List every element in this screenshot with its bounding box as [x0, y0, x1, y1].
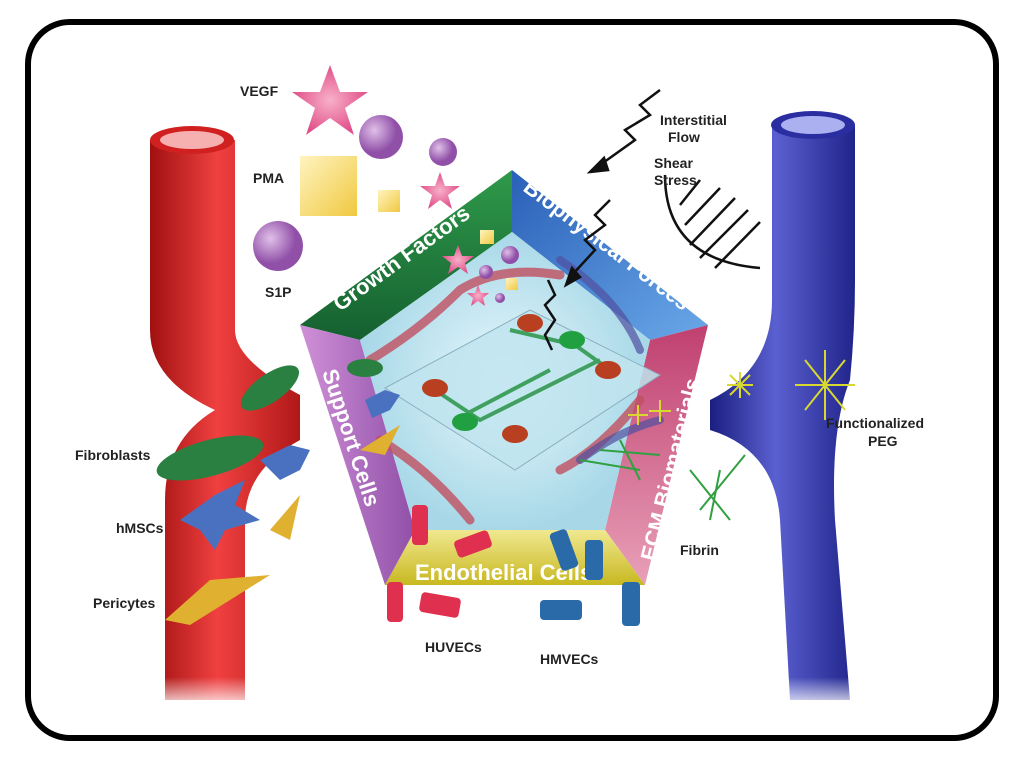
square-icon: [378, 190, 400, 212]
label-huvecs: HUVECs: [425, 639, 482, 655]
label-pericytes: Pericytes: [93, 595, 155, 611]
huvec-cell-icon: [419, 592, 461, 618]
chip-port: [422, 379, 448, 397]
microfluidic-chip: [384, 309, 662, 471]
vegf-star-icon: [292, 65, 368, 135]
hmvec-cell-icon: [540, 600, 582, 620]
star-icon: [420, 172, 460, 209]
fibroblast-cell-icon: [156, 435, 264, 481]
label-functionalized: Functionalized: [826, 415, 924, 431]
segment-support-cells: [300, 325, 415, 585]
label-flow: Flow: [668, 129, 700, 145]
hmsc-cell-icon: [180, 480, 260, 550]
label-pma: PMA: [253, 170, 284, 186]
sphere-icon: [429, 138, 457, 166]
label-s1p: S1P: [265, 284, 291, 300]
label-fibroblasts: Fibroblasts: [75, 447, 151, 463]
label-hmvecs: HMVECs: [540, 651, 599, 667]
label-hmscs: hMSCs: [116, 520, 164, 536]
label-peg: PEG: [868, 433, 898, 449]
pericyte-cell-icon: [165, 575, 270, 625]
endothelial-cells-group: [387, 505, 640, 626]
support-cells-group: [156, 359, 400, 625]
star-icon: [467, 285, 489, 306]
segment-growth-factors: [300, 170, 512, 340]
s1p-sphere-icon: [253, 221, 303, 271]
interstitial-flow-arrows: [543, 89, 661, 351]
fibrin-fibers: [579, 439, 746, 521]
segment-endothelial-cells: [385, 530, 645, 585]
shear-stress-arrows: [663, 174, 761, 270]
vein-vessel: [710, 111, 870, 710]
sphere-icon: [359, 115, 403, 159]
label-interstitial: Interstitial: [660, 112, 727, 128]
pma-square-icon: [300, 156, 357, 216]
label-fibrin: Fibrin: [680, 542, 719, 558]
peg-stars: [628, 350, 855, 425]
segment-biophysical-forces: [512, 170, 708, 340]
label-vegf: VEGF: [240, 83, 279, 99]
label-stress: Stress: [654, 172, 697, 188]
growth-factor-shapes: [253, 65, 519, 306]
star-icon: [442, 245, 474, 274]
label-shear: Shear: [654, 155, 693, 171]
